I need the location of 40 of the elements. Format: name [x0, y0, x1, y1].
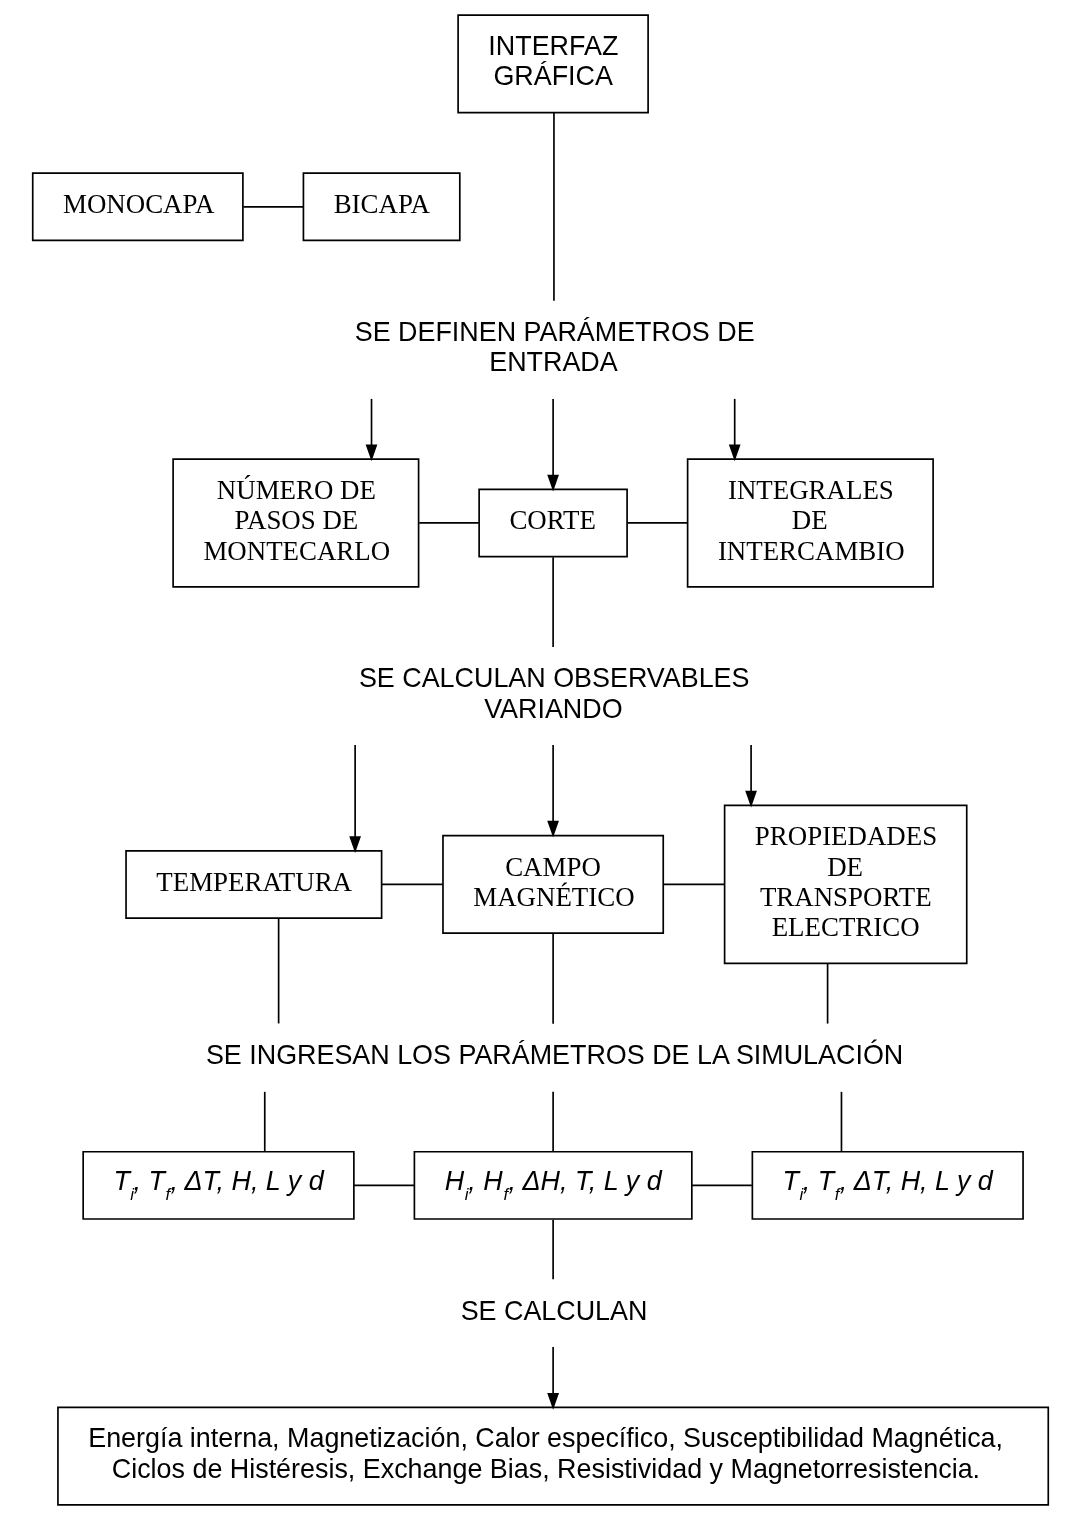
arrow [546, 398, 559, 492]
node-box: CORTE [477, 488, 628, 558]
connector [551, 556, 554, 648]
connector [662, 883, 725, 886]
connector [551, 1091, 554, 1153]
node-box: Energía interna, Magnetización, Calor específico, Susceptibilidad Magnética, Ciclos de Histéresis, Exchange Bias, Resistividad y Magnetorresistencia. [56, 1406, 1049, 1506]
node-text: SE INGRESAN LOS PARÁMETROS DE LA SIMULACIÓN [205, 1039, 903, 1070]
node-text: SE CALCULAN [460, 1295, 647, 1326]
arrow [744, 744, 757, 808]
node-box: CAMPO MAGNÉTICO [441, 834, 664, 934]
arrow [365, 398, 377, 462]
connector [352, 1184, 415, 1187]
connector [826, 963, 828, 1025]
node-box: BICAPA [302, 172, 461, 242]
connector [277, 917, 279, 1025]
connector [690, 1184, 753, 1187]
connector [551, 1218, 554, 1281]
arrow [546, 1346, 559, 1410]
node-box: NÚMERO DE PASOS DE MONTECARLO [171, 458, 419, 588]
connector [626, 522, 688, 524]
node-box: MONOCAPA [31, 172, 244, 242]
connector [552, 112, 555, 302]
connector [242, 206, 304, 208]
connector [551, 932, 554, 1025]
arrow [728, 398, 741, 462]
node-box: H$_{i}$, H$_{f}$, ΔH, T, L y d [413, 1150, 693, 1220]
node-box: T$_{i}$, T$_{f}$, ΔT, H, L y d [81, 1150, 355, 1220]
node-box: TEMPERATURA [124, 849, 382, 919]
connector [840, 1091, 842, 1153]
node-box: INTEGRALES DE INTERCAMBIO [686, 458, 934, 588]
arrow [546, 744, 559, 838]
connector [263, 1091, 266, 1153]
connector [417, 522, 480, 524]
node-box: PROPIEDADES DE TRANSPORTE ELECTRICO [723, 804, 968, 965]
node-text: SE DEFINEN PARÁMETROS DE ENTRADA [354, 317, 755, 378]
arrow [348, 744, 361, 854]
node-box: T$_{i}$, T$_{f}$, ΔT, H, L y d [751, 1150, 1024, 1220]
connector [380, 883, 444, 886]
node-text: SE CALCULAN OBSERVABLES VARIANDO [358, 663, 749, 724]
node-box: INTERFAZ GRÁFICA [456, 14, 649, 114]
